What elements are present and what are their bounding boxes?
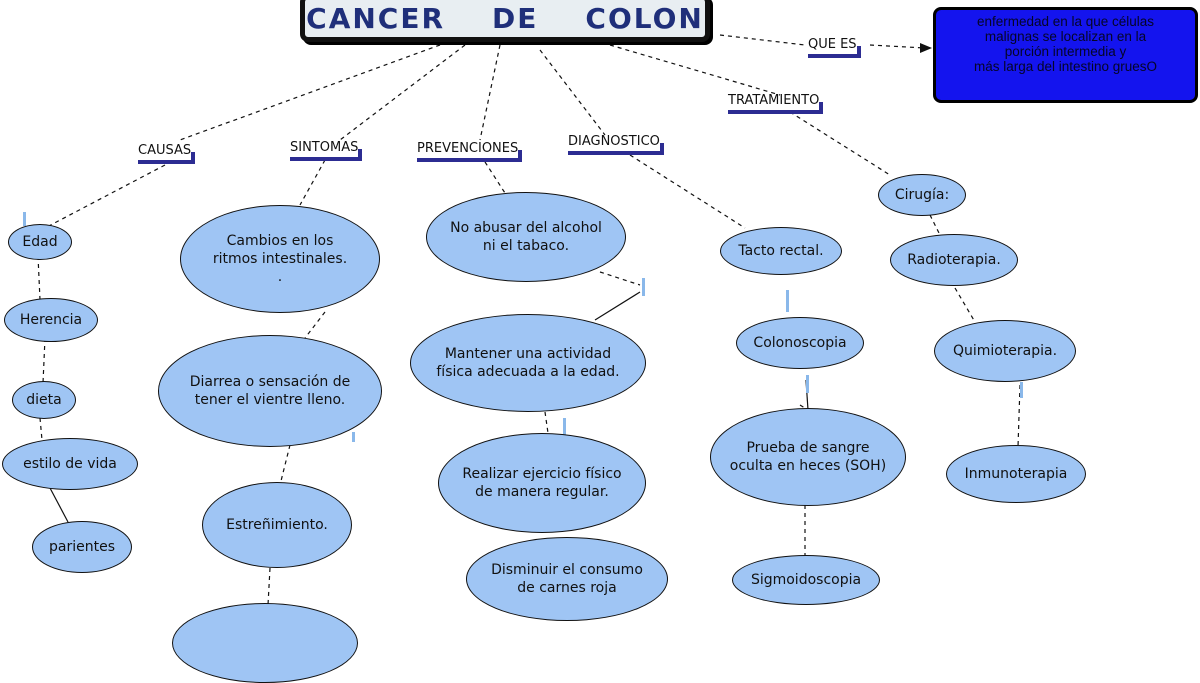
definition-box: enfermedad en la que células malignas se… [933, 7, 1198, 103]
tick-mark [786, 290, 789, 312]
connector-lines [37, 34, 1021, 606]
node-ejercicio-fisico: Realizar ejercicio físico de manera regu… [438, 433, 646, 533]
tick-mark [563, 418, 566, 436]
node-quimioterapia: Quimioterapia. [934, 320, 1076, 382]
tick-mark [352, 432, 355, 442]
node-estilo-de-vida: estilo de vida [2, 438, 138, 490]
title-box: CANCER DE COLON [300, 0, 710, 42]
page-title: CANCER DE COLON [306, 1, 704, 35]
node-alcohol-tabaco: No abusar del alcohol ni el tabaco. [426, 192, 626, 282]
label-sintomas: SINTOMAS [290, 141, 363, 161]
node-colonoscopia: Colonoscopia [736, 317, 864, 369]
tick-mark [1020, 382, 1023, 398]
node-tacto-rectal: Tacto rectal. [720, 227, 842, 275]
node-radioterapia: Radioterapia. [890, 234, 1018, 286]
node-parientes: parientes [32, 521, 132, 573]
label-causas: CAUSAS [138, 144, 196, 164]
tick-mark [806, 375, 809, 393]
label-diagnostico: DIAGNOSTICO [568, 135, 664, 155]
node-prueba-sangre: Prueba de sangre oculta en heces (SOH) [710, 408, 906, 506]
node-edad: Edad [8, 224, 72, 260]
node-estrenimiento: Estreñimiento. [202, 482, 352, 568]
label-prevenciones: PREVENCIONES [417, 142, 523, 162]
node-herencia: Herencia [4, 298, 98, 342]
node-cambios-ritmos: Cambios en los ritmos intestinales. . [180, 205, 380, 313]
node-carnes-roja: Disminuir el consumo de carnes roja [466, 537, 668, 621]
node-sintoma-extra [172, 603, 358, 683]
label-que-es: QUE ES [808, 38, 861, 58]
label-tratamiento: TRATAMIENTO [728, 94, 824, 114]
node-dieta: dieta [12, 381, 76, 419]
node-diarrea: Diarrea o sensación de tener el vientre … [158, 335, 382, 447]
node-inmunoterapia: Inmunoterapia [946, 445, 1086, 503]
tick-mark [642, 278, 645, 296]
node-sigmoidoscopia: Sigmoidoscopia [732, 555, 880, 605]
node-cirugia: Cirugía: [878, 174, 966, 216]
node-actividad-fisica: Mantener una actividad física adecuada a… [410, 314, 646, 412]
tick-mark [23, 212, 26, 226]
